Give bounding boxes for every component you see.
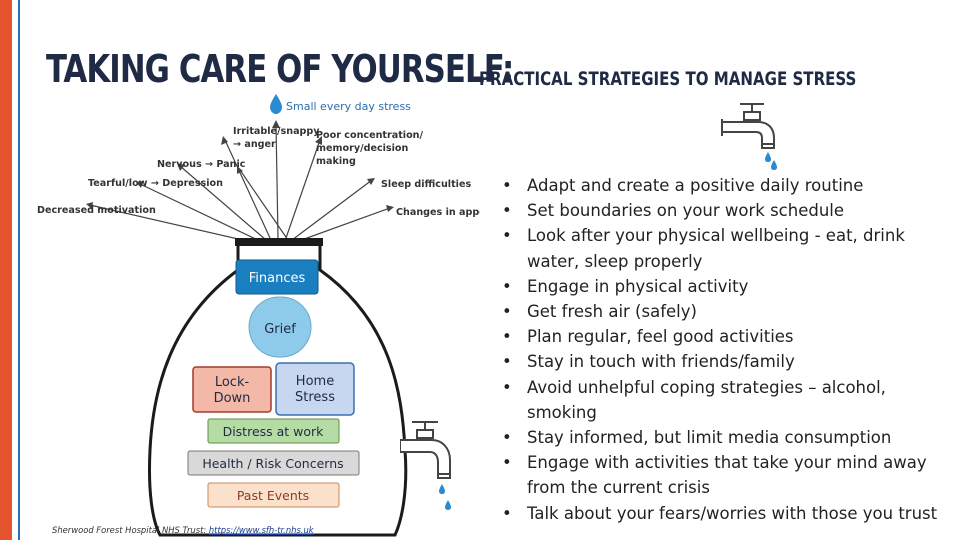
strategy-item: Stay informed, but limit media consumpti… <box>500 425 945 450</box>
stress-bucket-diagram: Small every day stress Irritable/snappy … <box>37 94 480 537</box>
footer-credit: Sherwood Forest Hospital NHS Trust: http… <box>52 525 314 535</box>
label-anger: → anger <box>233 139 276 150</box>
small-stress-label: Small every day stress <box>286 100 411 113</box>
label-nervous: Nervous → Panic <box>157 159 246 170</box>
box-past-events-label: Past Events <box>237 488 309 503</box>
box-lockdown <box>192 366 272 413</box>
accent-line <box>18 0 20 540</box>
strategy-item: Plan regular, feel good activities <box>500 324 945 349</box>
box-finances-label: Finances <box>249 271 306 286</box>
strategy-item: Stay in touch with friends/family <box>500 349 945 374</box>
strategy-item: Adapt and create a positive daily routin… <box>500 173 945 198</box>
box-home-label-1: Home <box>296 374 334 389</box>
box-home-label-2: Stress <box>295 390 335 405</box>
box-grief <box>248 296 312 358</box>
box-finances <box>235 259 319 295</box>
footer-link[interactable]: https://www.sfh-tr.nhs.uk <box>208 525 314 535</box>
footer-text: Sherwood Forest Hospital NHS Trust: <box>52 525 209 535</box>
tap-icon-bucket <box>400 421 451 510</box>
accent-bar <box>0 0 12 540</box>
box-distress-label: Distress at work <box>223 424 325 439</box>
water-drop-icon <box>270 94 282 114</box>
strategy-item: Avoid unhelpful coping strategies – alco… <box>500 375 945 425</box>
label-poor-concentration-3: making <box>316 156 356 167</box>
page-title: TAKING CARE OF YOURSELF: <box>46 47 514 91</box>
box-health <box>187 450 360 476</box>
strategy-item: Look after your physical wellbeing - eat… <box>500 223 945 273</box>
box-past-events <box>207 482 340 508</box>
strategy-item: Get fresh air (safely) <box>500 299 945 324</box>
label-tearful: Tearful/low → Depression <box>88 178 223 189</box>
box-health-label: Health / Risk Concerns <box>202 456 343 471</box>
page-subtitle: PRACTICAL STRATEGIES TO MANAGE STRESS <box>479 68 857 90</box>
box-grief-label: Grief <box>264 322 296 337</box>
strategy-item: Talk about your fears/worries with those… <box>500 501 945 526</box>
label-poor-concentration-1: Poor concentration/ <box>316 130 424 141</box>
water-drop-icon <box>439 484 445 494</box>
box-distress <box>207 418 340 444</box>
tap-icon <box>721 103 777 170</box>
water-drop-icon <box>765 152 771 162</box>
label-poor-concentration-2: memory/decision <box>316 143 409 154</box>
label-motivation: Decreased motivation <box>37 205 156 216</box>
strategies-list: Adapt and create a positive daily routin… <box>500 173 945 526</box>
stress-arrows <box>89 123 391 245</box>
strategy-item: Set boundaries on your work schedule <box>500 198 945 223</box>
box-lockdown-label-1: Lock- <box>215 375 250 390</box>
label-sleep: Sleep difficulties <box>381 179 471 190</box>
label-irritable: Irritable/snappy <box>233 126 320 137</box>
label-appetite: Changes in appetite <box>396 207 480 218</box>
box-home-stress <box>275 362 355 416</box>
strategy-item: Engage with activities that take your mi… <box>500 450 945 500</box>
strategy-item: Engage in physical activity <box>500 274 945 299</box>
box-lockdown-label-2: Down <box>214 391 251 406</box>
